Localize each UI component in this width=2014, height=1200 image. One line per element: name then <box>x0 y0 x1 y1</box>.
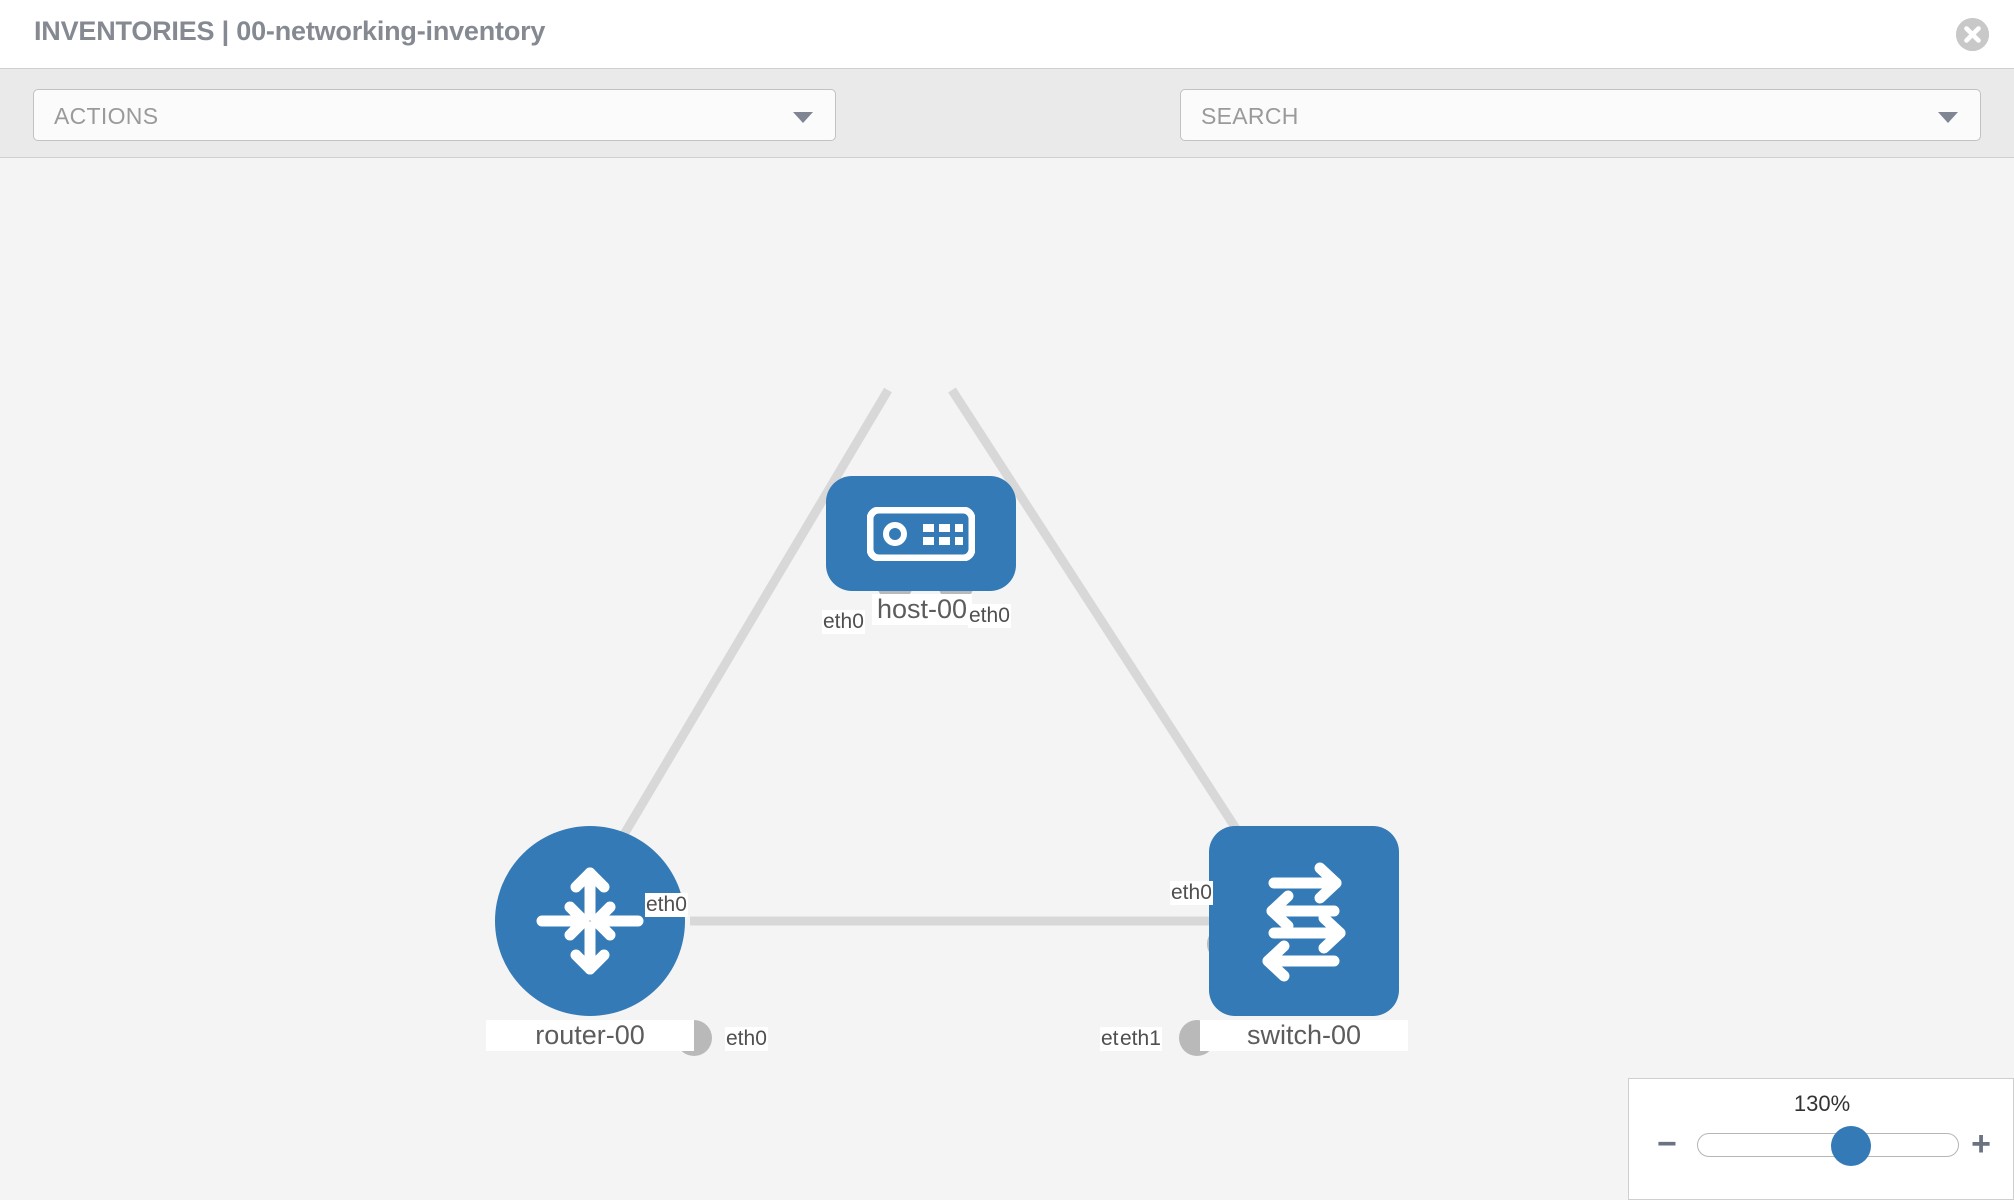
search-placeholder: SEARCH <box>1201 103 1299 129</box>
server-icon <box>867 506 975 561</box>
router-arrows-icon <box>536 867 644 975</box>
iface-label-switch-left: eth1 <box>1119 1027 1162 1051</box>
node-router-00-shape[interactable] <box>495 826 685 1016</box>
zoom-level-value: 130% <box>1793 1091 1851 1116</box>
topology-graph: host-00 <box>0 158 2014 1200</box>
page-title: INVENTORIES | 00-networking-inventory <box>34 16 546 46</box>
actions-dropdown[interactable]: ACTIONS <box>33 89 836 141</box>
zoom-slider-thumb[interactable] <box>1831 1126 1872 1166</box>
page-header: INVENTORIES | 00-networking-inventory <box>0 0 2014 68</box>
close-icon[interactable] <box>1956 18 1989 51</box>
chevron-down-icon <box>793 112 813 123</box>
link-host-router <box>606 387 892 861</box>
iface-label-router-right: eth0 <box>725 1027 768 1051</box>
zoom-slider-track[interactable] <box>1697 1126 1959 1166</box>
switch-arrows-icon <box>1262 862 1346 982</box>
iface-label-host-left: eth0 <box>822 610 865 634</box>
node-host-00-shape[interactable] <box>826 476 1016 591</box>
node-switch-00-shape[interactable] <box>1209 826 1399 1016</box>
iface-label-router-up: eth0 <box>645 893 688 917</box>
zoom-out-button[interactable]: − <box>1657 1125 1677 1163</box>
zoom-in-button[interactable]: + <box>1971 1125 1991 1163</box>
node-host-00-label: host-00 <box>872 594 972 625</box>
link-host-switch <box>948 387 1259 861</box>
node-router-00-label: router-00 <box>486 1020 694 1051</box>
topology-canvas[interactable]: host-00 <box>0 158 2014 1200</box>
chevron-down-icon[interactable] <box>1938 112 1958 123</box>
node-switch-00-label: switch-00 <box>1200 1020 1408 1051</box>
iface-label-host-right: eth0 <box>968 604 1011 628</box>
zoom-control-panel: 130% − + <box>1628 1078 2014 1200</box>
actions-dropdown-label: ACTIONS <box>54 103 159 129</box>
toolbar: ACTIONS SEARCH <box>0 68 2014 198</box>
search-input[interactable]: SEARCH <box>1180 89 1981 141</box>
topology-links <box>606 387 1259 926</box>
iface-label-switch-up: eth0 <box>1170 881 1213 905</box>
